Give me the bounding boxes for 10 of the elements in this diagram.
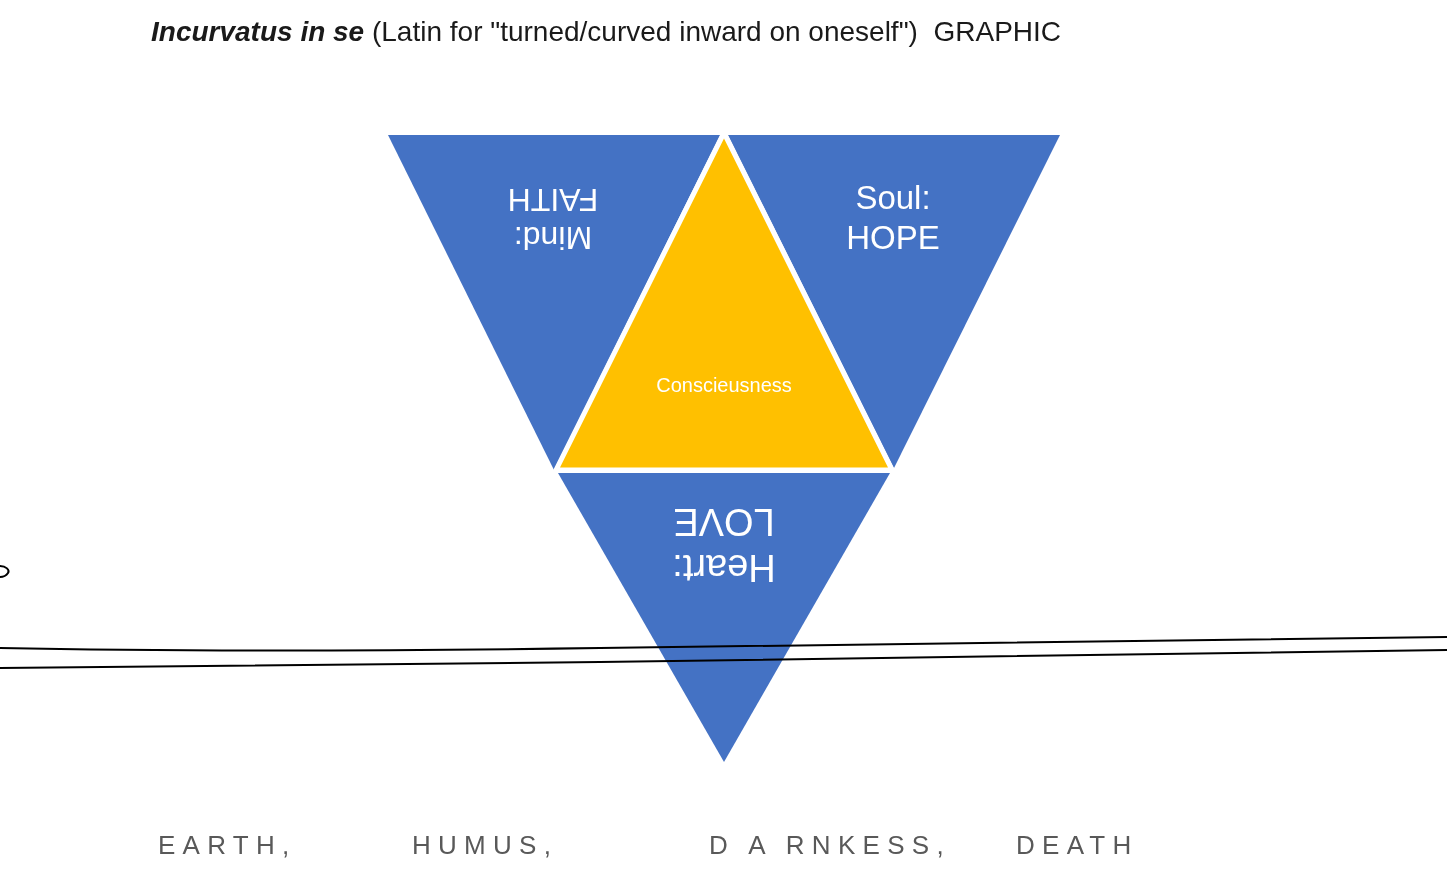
triangle-label: Soul: HOPE <box>845 177 941 258</box>
ground-word: DEATH <box>1016 830 1139 862</box>
triangle-label: Mind: FAITH <box>506 181 600 258</box>
ground-word: EARTH, <box>158 830 297 862</box>
triangle-label: Conscieusness <box>656 373 792 397</box>
page-title: Incurvatus in se (Latin for "turned/curved inward on oneself") GRAPHIC <box>151 15 1062 49</box>
inverted-triangle <box>558 473 890 762</box>
ground-word: D A RNKESS, <box>709 830 951 862</box>
triangle-label: Heart: LOVE <box>671 500 777 590</box>
ground-word: HUMUS, <box>412 830 559 862</box>
